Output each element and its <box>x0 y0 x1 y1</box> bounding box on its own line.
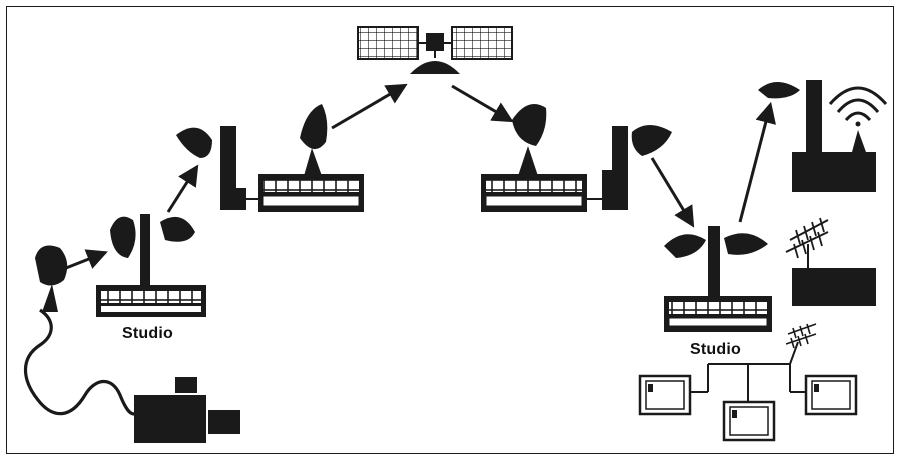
satellite-dish-icon <box>632 125 672 156</box>
arrow-uplink-to-satellite <box>332 86 404 128</box>
television-icon <box>724 402 774 440</box>
tv-network <box>690 364 806 404</box>
arrow-downlink-to-studio <box>652 158 692 224</box>
broadcast-tower-icon <box>758 80 886 192</box>
satellite-dish-icon <box>758 82 800 98</box>
yagi-antenna-icon <box>786 324 816 364</box>
arrow-studio-to-tower <box>740 106 770 222</box>
arrow-satellite-to-downlink <box>452 86 510 120</box>
studio-left-label: Studio <box>122 325 173 343</box>
satellite-dish-icon <box>512 104 546 146</box>
studio-left-group <box>96 214 206 317</box>
satellite-dish-icon <box>110 217 136 258</box>
television-icon <box>640 376 690 414</box>
satellite-dish-icon <box>35 246 67 312</box>
video-camera-icon <box>134 377 240 443</box>
arrow-studio-to-station <box>168 168 196 212</box>
television-icon <box>806 376 856 414</box>
studio-right-label: Studio <box>690 341 741 359</box>
satellite-dish-icon <box>160 217 195 242</box>
satellite-dish-icon <box>300 104 327 149</box>
uplink-station-left <box>176 104 364 212</box>
yagi-antenna-icon <box>786 218 876 306</box>
camera-cable <box>26 310 135 414</box>
satellite-dish-icon <box>724 233 768 255</box>
satellite-icon <box>358 27 512 74</box>
satellite-dish-icon <box>176 128 212 158</box>
studio-right-group <box>664 226 772 332</box>
satellite-dish-icon <box>664 234 706 258</box>
arrow-camera-dish-to-studio <box>66 253 104 268</box>
